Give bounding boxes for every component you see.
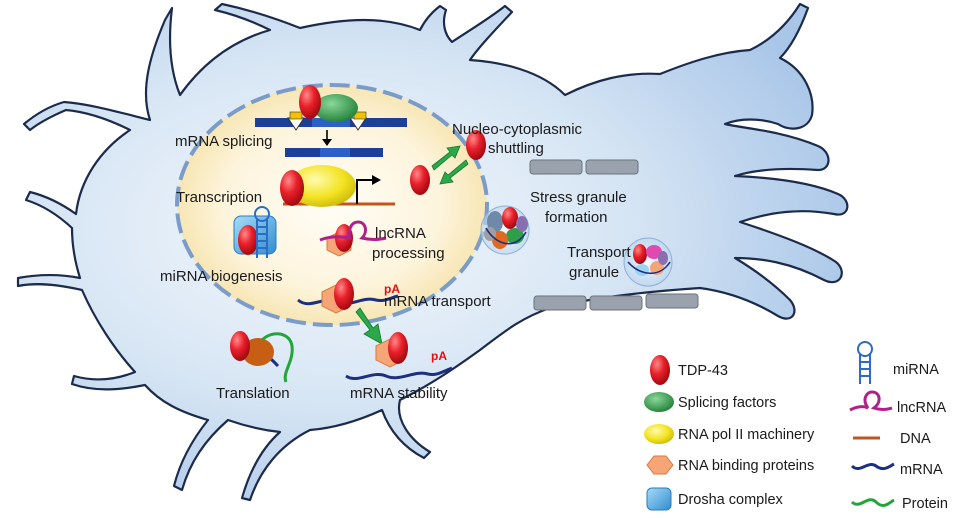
legend-label: mRNA — [900, 462, 943, 478]
legend-item-protein: Protein — [850, 496, 948, 512]
splicing-factor-icon — [644, 392, 674, 412]
label-transcription: Transcription — [176, 189, 262, 206]
mrna-icon — [850, 462, 895, 471]
legend-label: TDP-43 — [678, 363, 728, 379]
splicing-factor-icon — [314, 94, 358, 122]
mirna-biogenesis-illustration — [233, 206, 277, 258]
legend-item-mrna: mRNA — [850, 462, 943, 478]
legend-label: DNA — [900, 431, 931, 447]
legend-item-rna-binding-proteins: RNA binding proteins — [646, 455, 814, 475]
protein-chain — [260, 332, 294, 383]
legend-label: lncRNA — [897, 400, 946, 416]
polya-label: pA — [431, 349, 447, 363]
label-mirna-biogenesis: miRNA biogenesis — [160, 268, 283, 285]
legend-right: miRNA lncRNA DNA mRNA Protein — [849, 341, 948, 512]
legend-left: TDP-43 Splicing factors RNA pol II machi… — [644, 355, 815, 511]
legend-item-tdp43: TDP-43 — [650, 355, 728, 385]
legend-label: Protein — [902, 496, 948, 512]
tdp43-icon — [238, 225, 258, 255]
legend-label: Drosha complex — [678, 492, 784, 508]
shuttling-arrows — [431, 145, 469, 185]
tdp43-icon — [466, 130, 486, 160]
promoter-arrow-icon — [356, 179, 375, 204]
tdp43-icon — [230, 331, 250, 361]
label-shuttling: shuttling — [488, 140, 544, 157]
rna-binding-protein-icon — [646, 455, 674, 475]
lncrna-icon — [849, 390, 893, 412]
transcription-illustration — [280, 165, 395, 207]
label-transport: Transport — [567, 244, 631, 261]
tdp43-icon — [410, 165, 430, 195]
rna-pol-ii-icon — [288, 165, 356, 207]
lncrna-strand — [319, 220, 387, 242]
mirna-icon — [857, 341, 873, 384]
tdp43-icon — [388, 332, 408, 364]
legend-label: RNA pol II machinery — [678, 427, 815, 443]
label-nucleo-cytoplasmic: Nucleo-cytoplasmic — [452, 121, 583, 138]
legend-item-drosha-complex: Drosha complex — [646, 487, 784, 511]
mrna-stability-illustration: pA — [345, 332, 453, 381]
tdp43-icon — [334, 278, 354, 310]
splicing-illustration — [255, 85, 407, 157]
drosha-complex-icon — [646, 487, 672, 511]
ribosome-icon — [242, 338, 274, 366]
legend-item-dna: DNA — [853, 431, 931, 447]
mirna-hairpin-icon — [254, 206, 270, 258]
protein-icon — [850, 498, 895, 507]
label-processing: processing — [372, 245, 445, 262]
label-lncrna: lncRNA — [375, 225, 426, 242]
tdp43-icon — [280, 170, 304, 206]
legend-item-rna-pol-ii: RNA pol II machinery — [644, 424, 815, 444]
legend-label: RNA binding proteins — [678, 458, 814, 474]
legend-label: miRNA — [893, 362, 939, 378]
tdp43-icon — [650, 355, 670, 385]
label-stress-granule: Stress granule — [530, 189, 627, 206]
mrna-transport-illustration: pA — [297, 278, 400, 314]
rna-pol-ii-icon — [644, 424, 674, 444]
translation-illustration — [230, 331, 294, 383]
axon-membrane — [529, 159, 699, 311]
transport-granule-illustration — [623, 237, 673, 287]
transport-to-stability-arrow — [355, 307, 383, 345]
mrna-strand — [297, 294, 399, 306]
mrna-strand — [345, 366, 453, 381]
label-mrna-splicing: mRNA splicing — [175, 133, 273, 150]
lncrna-processing-illustration — [319, 220, 387, 257]
label-granule: granule — [569, 264, 619, 281]
label-translation: Translation — [216, 385, 290, 402]
stress-granule-illustration — [480, 205, 530, 255]
legend-item-mirna: miRNA — [857, 341, 939, 384]
legend-item-lncrna: lncRNA — [849, 390, 946, 416]
legend-label: Splicing factors — [678, 395, 776, 411]
legend-item-splicing-factors: Splicing factors — [644, 392, 776, 412]
label-formation: formation — [545, 209, 608, 226]
tdp43-icon — [299, 85, 321, 119]
label-mrna-stability: mRNA stability — [350, 385, 448, 402]
polya-label: pA — [384, 282, 400, 296]
label-mrna-transport: mRNA transport — [384, 293, 492, 310]
